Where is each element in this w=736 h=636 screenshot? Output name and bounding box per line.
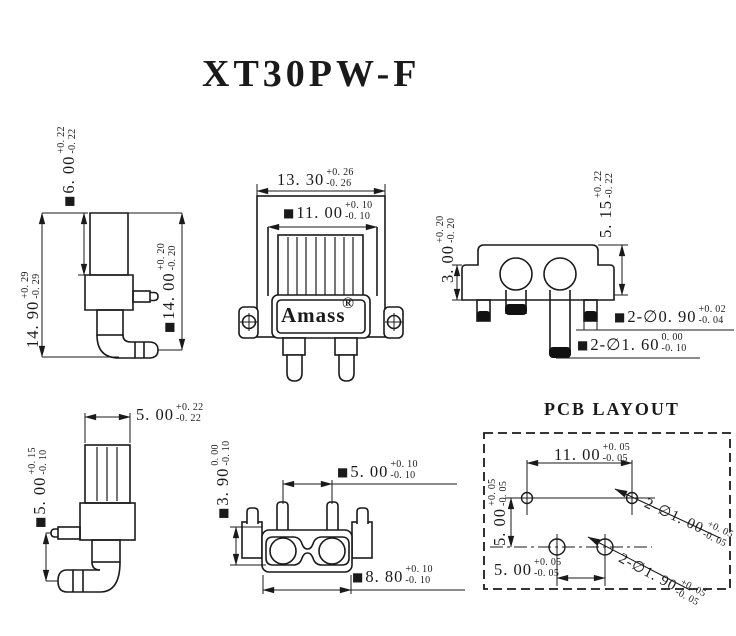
dim-body-width: ■8. 80+0. 10-0. 10 — [352, 564, 433, 586]
dim-overall-width: 13. 30+0. 26-0. 26 — [277, 167, 354, 189]
dim-inner-width: ■11. 00+0. 10-0. 10 — [283, 200, 373, 222]
dim-grip-height: ■6. 00+0. 22-0. 22 — [56, 126, 78, 207]
registered-trademark-icon: ® — [342, 295, 354, 312]
dim-overall-height: 14. 90+0. 29-0. 29 — [20, 271, 42, 348]
dim-small-pin-diameter: ■2-∅0. 90+0. 02-0. 04 — [614, 304, 726, 326]
pcb-hole-small-left — [520, 491, 534, 505]
contact-left — [269, 537, 297, 565]
connector-base — [261, 529, 353, 573]
dim-grip-width: 5. 00+0. 22-0. 22 — [136, 402, 204, 424]
dim-body-to-pin-height: ■14. 00+0. 20-0. 20 — [156, 242, 178, 333]
datum-square: ■ — [577, 338, 589, 352]
view-bottom — [230, 480, 465, 594]
brand-logo: Amass — [281, 303, 346, 327]
pin-right — [338, 354, 355, 382]
view-pcb-layout — [483, 432, 731, 591]
view-side-top-left — [38, 212, 186, 359]
pin-left — [286, 354, 303, 382]
logo-plate — [271, 294, 371, 339]
view-top-right — [452, 244, 734, 359]
pcb-hole-small-right — [625, 491, 639, 505]
pin-top-right — [543, 257, 577, 291]
dim-pcb-small-hole-pitch: 11. 00+0. 05-0. 05 — [554, 442, 631, 464]
dim-pcb-row-pitch: 5. 00+0. 05-0. 05 — [487, 478, 509, 546]
datum-square: ■ — [62, 195, 76, 207]
dim-pin-pitch-side: ■5. 00+0. 15-0. 10 — [27, 447, 49, 528]
dim-contact-pitch: ■5. 00+0. 10-0. 10 — [337, 459, 418, 481]
datum-square: ■ — [216, 507, 230, 519]
page-title: XT30PW-F — [202, 53, 421, 95]
datum-square: ■ — [33, 516, 47, 528]
dim-pin-row-depth: 5. 15+0. 22-0. 22 — [593, 170, 615, 238]
pcb-hole-large-right — [596, 538, 614, 556]
datum-square: ■ — [283, 206, 295, 220]
view-front — [238, 184, 404, 382]
dim-housing-depth: 3. 00+0. 20-0. 20 — [435, 215, 457, 283]
pin-top-left — [499, 257, 533, 291]
pcb-layout-title: PCB LAYOUT — [544, 399, 680, 419]
datum-square: ■ — [337, 465, 349, 479]
pcb-hole-large-left — [548, 538, 566, 556]
view-side-bottom-left — [42, 413, 136, 593]
datum-square: ■ — [614, 310, 626, 324]
datum-square: ■ — [352, 570, 364, 584]
contact-right — [318, 537, 346, 565]
pcb-outline — [483, 432, 731, 590]
datum-square: ■ — [162, 321, 176, 333]
dim-pcb-large-hole-pitch: 5. 00+0. 05-0. 05 — [494, 557, 562, 579]
